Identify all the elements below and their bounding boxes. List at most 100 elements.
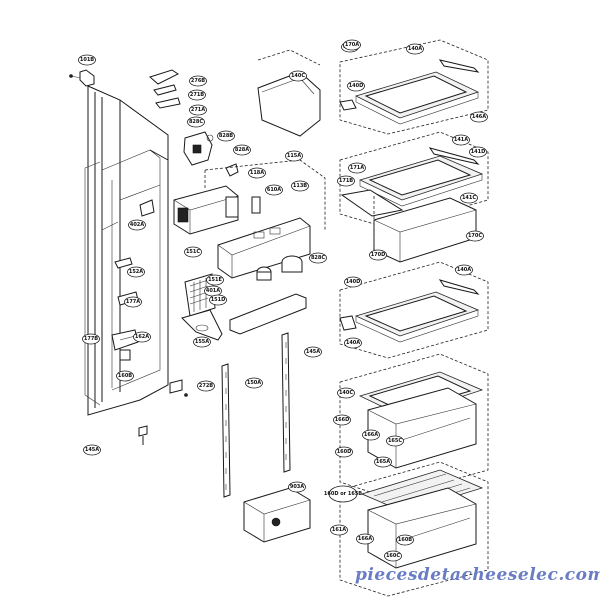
part-callout: 140A bbox=[455, 264, 473, 276]
dispenser-parts bbox=[111, 69, 326, 445]
part-callout: 402A bbox=[128, 219, 146, 231]
part-callout: 151C bbox=[184, 246, 202, 258]
part-callout: 177A bbox=[124, 296, 142, 308]
part-callout: 140A bbox=[344, 337, 362, 349]
part-callout: 150A bbox=[245, 377, 263, 389]
part-callout: 140C bbox=[337, 387, 355, 399]
part-number-label: 161A bbox=[332, 527, 346, 533]
part-number-label: 140A bbox=[346, 340, 360, 346]
part-number-label: 151E bbox=[208, 277, 222, 283]
part-callout: 271B bbox=[188, 89, 206, 101]
part-callout: 113B bbox=[291, 180, 309, 192]
part-callout: 140C bbox=[289, 70, 307, 82]
part-number-label: 150A bbox=[247, 380, 261, 386]
part-number-label: 271B bbox=[190, 92, 204, 98]
part-number-label: 160C bbox=[386, 553, 400, 559]
part-callout: 170A bbox=[343, 39, 361, 51]
part-number-label: 151D bbox=[211, 297, 226, 303]
part-number-label: 141D bbox=[471, 149, 486, 155]
door-bin bbox=[257, 49, 321, 137]
part-number-label: 118A bbox=[250, 170, 264, 176]
part-number-label: 160D or 165B bbox=[324, 491, 362, 497]
part-number-label: 101B bbox=[80, 57, 94, 63]
part-number-label: 276B bbox=[191, 78, 205, 84]
part-number-label: 160B bbox=[118, 373, 132, 379]
part-callout: 161A bbox=[330, 524, 348, 536]
part-number-label: 145A bbox=[306, 349, 320, 355]
shelf-lower bbox=[339, 261, 489, 359]
shelf-upper bbox=[339, 39, 489, 135]
part-number-label: 140C bbox=[291, 73, 305, 79]
part-callout: 166A bbox=[362, 429, 380, 441]
part-number-label: 170A bbox=[345, 42, 359, 48]
part-number-label: 151C bbox=[186, 249, 200, 255]
part-callout: 160C bbox=[384, 550, 402, 562]
shelf-middle bbox=[339, 131, 489, 263]
part-number-label: 140A bbox=[457, 267, 471, 273]
part-callout: 145A bbox=[304, 346, 322, 358]
watermark-text: piecesdetacheeselec.com bbox=[355, 565, 600, 585]
part-number-label: 401A bbox=[206, 288, 220, 294]
part-callout: 162A bbox=[133, 331, 151, 343]
part-number-label: 115A bbox=[287, 153, 301, 159]
part-number-label: 140A bbox=[408, 46, 422, 52]
part-callout: 145A bbox=[83, 444, 101, 456]
part-number-label: 141C bbox=[462, 195, 476, 201]
part-callout: 610A bbox=[265, 184, 283, 196]
part-callout: 118A bbox=[248, 167, 266, 179]
part-number-label: 140D bbox=[349, 83, 364, 89]
part-number-label: 162A bbox=[135, 334, 149, 340]
part-number-label: 140C bbox=[339, 390, 353, 396]
part-callout: 170C bbox=[466, 230, 484, 242]
part-number-label: 903A bbox=[290, 484, 304, 490]
part-number-label: 145A bbox=[85, 447, 99, 453]
part-number-label: 160D bbox=[337, 449, 352, 455]
part-number-label: 171B bbox=[339, 178, 353, 184]
part-number-label: 146A bbox=[472, 114, 486, 120]
part-number-label: 177B bbox=[84, 336, 98, 342]
part-number-label: 165C bbox=[388, 438, 402, 444]
part-number-label: 828B bbox=[219, 133, 233, 139]
part-callout: 828C bbox=[309, 252, 327, 264]
part-number-label: 271A bbox=[191, 107, 205, 113]
part-callout: 140A bbox=[406, 43, 424, 55]
part-number-label: 828A bbox=[235, 147, 249, 153]
part-callout: 272B bbox=[197, 380, 215, 392]
part-callout: 177B bbox=[82, 333, 100, 345]
fridge-cabinet bbox=[69, 69, 169, 416]
part-number-label: 610A bbox=[267, 187, 281, 193]
part-callout: 165A bbox=[374, 456, 392, 468]
part-callout: 166D bbox=[333, 414, 351, 426]
part-number-label: 828C bbox=[311, 255, 325, 261]
crisper-drawer-upper bbox=[339, 353, 489, 499]
part-callout: 101B bbox=[78, 54, 96, 66]
part-callout: 141D bbox=[469, 146, 487, 158]
part-callout: 401A bbox=[204, 285, 222, 297]
part-callout: 140D bbox=[347, 80, 365, 92]
part-callout: 115A bbox=[285, 150, 303, 162]
part-callout: 271A bbox=[189, 104, 207, 116]
part-callout: 141C bbox=[460, 192, 478, 204]
part-callout: 828A bbox=[233, 144, 251, 156]
part-callout: 160B bbox=[116, 370, 134, 382]
part-callout: 155A bbox=[193, 336, 211, 348]
part-number-label: 160B bbox=[398, 537, 412, 543]
part-number-label: 272B bbox=[199, 383, 213, 389]
part-number-label: 141A bbox=[454, 137, 468, 143]
part-number-label: 177A bbox=[126, 299, 140, 305]
part-callout: 151E bbox=[206, 274, 224, 286]
part-number-label: 165A bbox=[376, 459, 390, 465]
part-callout: 141A bbox=[452, 134, 470, 146]
part-number-label: 828C bbox=[189, 119, 203, 125]
part-callout: 828C bbox=[187, 116, 205, 128]
part-callout: 160D or 165B bbox=[324, 485, 362, 503]
part-number-label: 140D bbox=[346, 279, 361, 285]
ice-box bbox=[243, 487, 311, 543]
part-number-label: 170C bbox=[468, 233, 482, 239]
part-callout: 170D bbox=[369, 249, 387, 261]
part-callout: 276B bbox=[189, 75, 207, 87]
callout-labels: 101B 276B 271B 271A 828C 828B 828A 118A 610A 115A… bbox=[78, 39, 488, 562]
part-callout: 152A bbox=[127, 266, 145, 278]
